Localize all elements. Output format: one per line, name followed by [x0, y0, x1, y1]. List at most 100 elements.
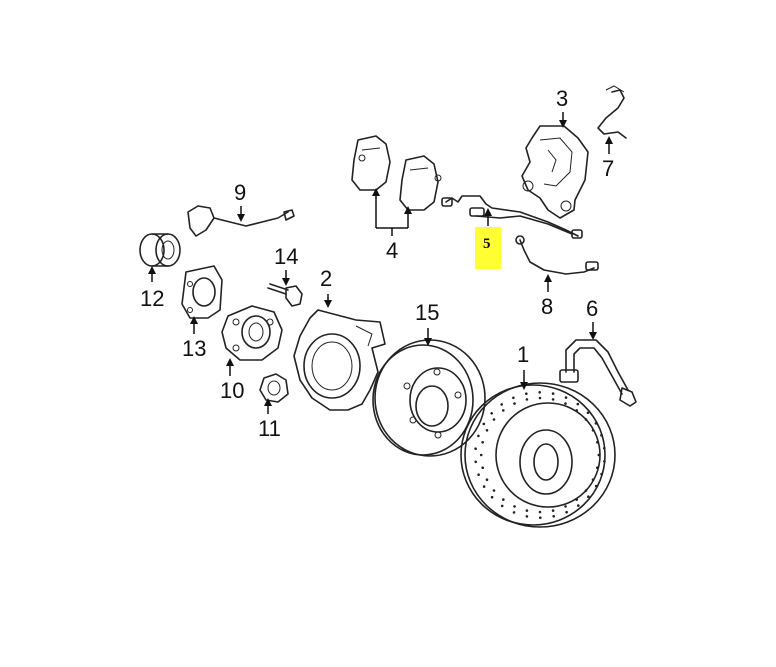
rotor-drill-hole	[565, 510, 568, 514]
rotor-drill-hole	[477, 473, 480, 477]
callout-12[interactable]: 12	[140, 286, 164, 311]
callout-3[interactable]: 3	[556, 86, 568, 111]
callout-13[interactable]: 13	[182, 336, 206, 361]
callout-14[interactable]: 14	[274, 244, 298, 269]
brake-rotor-drilled[interactable]	[460, 382, 616, 528]
brake-pad-left[interactable]	[351, 135, 391, 191]
rotor-drill-hole	[525, 515, 529, 518]
brake-line-upper[interactable]	[597, 85, 627, 139]
callout-2[interactable]: 2	[320, 266, 332, 291]
arrow-13	[190, 316, 198, 324]
rotor-drill-hole	[600, 472, 603, 476]
rotor-drill-hole	[482, 422, 486, 426]
callout-7[interactable]: 7	[602, 156, 614, 181]
arrow-9	[237, 214, 245, 222]
rotor-drill-hole	[577, 504, 580, 507]
rotor-drill-hole	[481, 466, 485, 470]
rotor-drill-hole	[575, 409, 578, 412]
arrow-7	[605, 136, 613, 144]
rotor-drill-hole	[485, 429, 489, 432]
wheel-bolt[interactable]	[267, 283, 303, 307]
hub-nut[interactable]	[259, 373, 289, 403]
arrow-14	[282, 278, 290, 286]
rotor-drill-hole	[502, 498, 505, 501]
rotor-drill-hole	[538, 391, 541, 394]
callout-8[interactable]: 8	[541, 294, 553, 319]
rotor-drill-hole	[490, 412, 494, 415]
rotor-drill-hole	[538, 510, 542, 514]
rotor-drill-hole	[600, 434, 603, 437]
rotor-drill-hole	[485, 478, 489, 482]
brake-hose[interactable]	[559, 339, 637, 407]
rotor-drill-hole	[603, 446, 606, 450]
rotor-drill-hole	[482, 485, 486, 488]
rotor-drill-hole	[479, 453, 483, 457]
rotor-drill-hole	[596, 441, 599, 444]
rotor-drill-hole	[551, 509, 555, 512]
arrow-3	[559, 120, 567, 128]
rotor-drill-hole	[500, 504, 504, 508]
wheel-hub[interactable]	[221, 305, 283, 361]
callout-6[interactable]: 6	[586, 296, 598, 321]
arrow-4b	[404, 206, 412, 214]
rotor-drill-hole	[551, 398, 555, 401]
rotor-drill-hole	[513, 402, 516, 405]
rotor-drill-hole	[576, 402, 580, 406]
rotor-drill-hole	[525, 398, 529, 401]
callout-5[interactable]: 5	[483, 236, 491, 252]
speed-sensor-wire[interactable]	[515, 235, 599, 275]
rotor-drill-hole	[587, 495, 590, 499]
rotor-drill-hole	[552, 515, 555, 518]
callout-10[interactable]: 10	[220, 378, 244, 403]
arrow-15	[424, 338, 432, 346]
rotor-drill-hole	[474, 447, 477, 451]
arrow-1	[520, 382, 528, 390]
callout-5-highlight	[475, 227, 501, 269]
callout-4[interactable]: 4	[386, 238, 398, 263]
rotor-drill-hole	[538, 396, 542, 400]
brake-rotor-plain[interactable]	[372, 339, 486, 457]
rotor-drill-hole	[564, 505, 567, 508]
rotor-drill-hole	[500, 403, 504, 406]
rotor-drill-hole	[591, 478, 595, 482]
rotor-drill-hole	[512, 511, 516, 514]
wheel-bearing[interactable]	[139, 233, 181, 267]
arrow-11	[264, 398, 272, 406]
callout-15[interactable]: 15	[415, 300, 439, 325]
rotor-drill-hole	[597, 453, 601, 457]
rotor-drill-hole	[492, 489, 496, 492]
arrow-6	[589, 332, 597, 340]
rotor-drill-hole	[564, 396, 568, 399]
rotor-drill-hole	[594, 484, 598, 488]
arrow-2	[324, 300, 332, 308]
arrow-5	[484, 208, 492, 216]
rotor-drill-hole	[492, 418, 496, 421]
rotor-drill-hole	[525, 509, 529, 512]
brake-caliper[interactable]	[521, 125, 589, 219]
brake-pad-right[interactable]	[399, 155, 442, 211]
callout-1[interactable]: 1	[517, 342, 529, 367]
rotor-drill-hole	[513, 505, 516, 508]
rotor-drill-hole	[477, 434, 480, 438]
arrow-8	[544, 274, 552, 282]
rotor-drill-hole	[575, 498, 578, 501]
rotor-drill-hole	[594, 422, 598, 425]
rotor-drill-hole	[490, 495, 494, 499]
rotor-drill-hole	[481, 441, 485, 444]
rotor-drill-hole	[525, 392, 528, 396]
callout-9[interactable]: 9	[234, 180, 246, 205]
rotor-drill-hole	[512, 396, 515, 400]
rotor-drill-hole	[502, 409, 505, 412]
brake-dust-shield[interactable]	[293, 309, 386, 411]
rotor-drill-hole	[591, 429, 595, 432]
callout-11[interactable]: 11	[258, 416, 281, 441]
abs-sensor[interactable]	[187, 205, 295, 237]
rotor-drill-hole	[586, 411, 590, 415]
arrow-10	[226, 358, 234, 366]
rotor-drill-hole	[596, 466, 599, 470]
rotor-drill-hole	[539, 516, 542, 519]
arrow-12	[148, 266, 156, 274]
bearing-retainer-plate[interactable]	[181, 265, 223, 319]
pad-wear-sensor[interactable]	[441, 195, 583, 239]
